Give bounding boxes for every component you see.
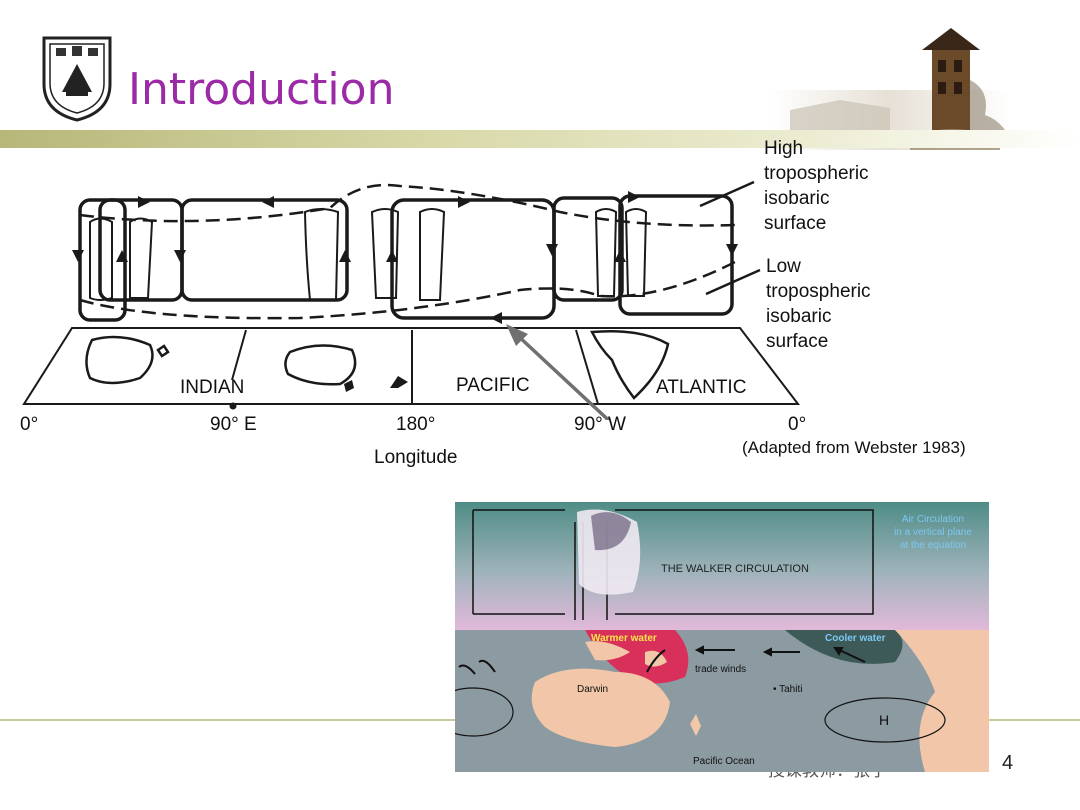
- photo-caption-line-1: Air Circulation: [902, 514, 964, 525]
- low-troposphere-label: Low tropospheric isobaric surface: [766, 256, 871, 352]
- ocean-label-atlantic: ATLANTIC: [656, 377, 747, 398]
- page-title: Introduction: [128, 64, 395, 115]
- ocean-label-indian: INDIAN: [180, 377, 245, 398]
- longitude-axis-label: Longitude: [374, 447, 458, 468]
- longitude-tick-0: 0°: [20, 414, 39, 435]
- cool-water-label: Cooler water: [825, 633, 886, 644]
- page-number: 4: [1002, 752, 1014, 774]
- longitude-tick-180: 180°: [396, 414, 436, 435]
- high-pressure-label: H: [879, 712, 889, 728]
- longitude-tick-90w: 90° W: [574, 414, 626, 435]
- photo-caption-line-2: in a vertical plane: [894, 527, 972, 538]
- walker-circulation-illustration: Air Circulation in a vertical plane at t…: [455, 502, 989, 772]
- darwin-label: Darwin: [577, 684, 608, 695]
- longitude-tick-0-right: 0°: [788, 414, 807, 435]
- warm-water-label: Warmer water: [591, 633, 657, 644]
- longitude-tick-90e: 90° E: [210, 414, 257, 435]
- high-troposphere-label: High tropospheric isobaric surface: [764, 138, 869, 234]
- walker-circulation-schematic: [22, 180, 801, 420]
- ocean-label-pacific: PACIFIC: [456, 375, 530, 396]
- title-underline-bar: [0, 130, 1080, 148]
- tahiti-label: • Tahiti: [773, 684, 802, 695]
- photo-heading: THE WALKER CIRCULATION: [661, 563, 809, 575]
- university-logo: [40, 34, 114, 122]
- pacific-ocean-label: Pacific Ocean: [693, 756, 755, 767]
- source-credit: (Adapted from Webster 1983): [742, 438, 966, 457]
- trade-winds-label: trade winds: [695, 664, 746, 675]
- photo-caption-line-3: at the equation: [900, 540, 966, 551]
